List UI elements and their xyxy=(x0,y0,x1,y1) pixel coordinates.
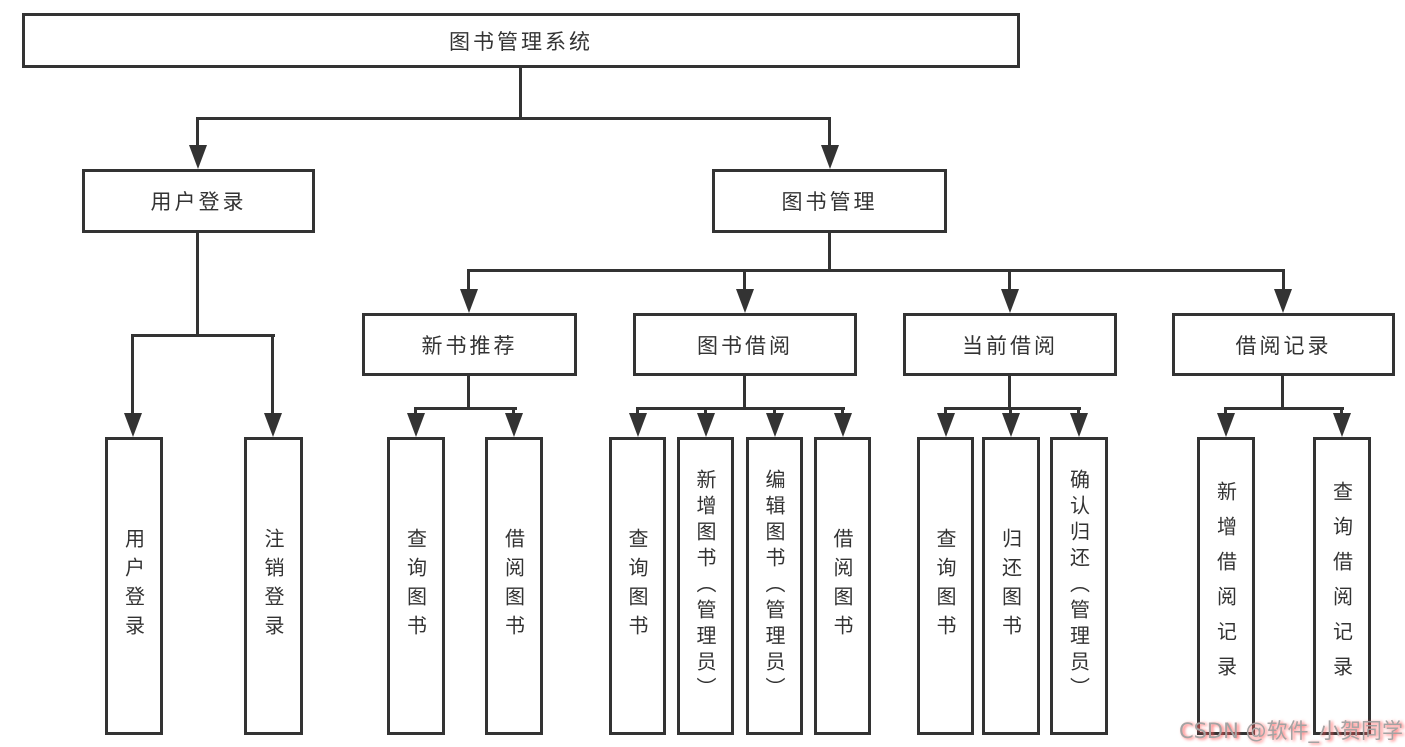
connector-v xyxy=(1009,407,1012,417)
leaf-label: 确认归还（管理员） xyxy=(1066,469,1091,703)
leaf-query-books-borrowing: 查询图书 xyxy=(609,437,666,735)
node-borrowing-records: 借阅记录 xyxy=(1172,313,1395,376)
leaf-label: 借阅图书 xyxy=(501,528,526,644)
node-book-borrowing: 图书借阅 xyxy=(633,313,857,376)
connector-v xyxy=(704,407,707,417)
connector-v xyxy=(1077,407,1080,417)
leaf-query-books-current: 查询图书 xyxy=(917,437,974,735)
connector-v xyxy=(1281,376,1284,410)
node-label: 借阅记录 xyxy=(1235,333,1332,358)
connector-v xyxy=(743,376,746,410)
leaf-add-borrow-record: 新增借阅记录 xyxy=(1197,437,1255,735)
connector-v xyxy=(1340,407,1343,417)
node-label: 图书借阅 xyxy=(697,333,793,358)
leaf-user-login: 用户登录 xyxy=(105,437,163,735)
node-book-management: 图书管理 xyxy=(712,169,947,233)
connector-v xyxy=(828,117,831,149)
connector-h xyxy=(196,117,831,120)
leaf-label: 用户登录 xyxy=(121,528,146,644)
connector-v xyxy=(743,269,746,293)
connector-v xyxy=(841,407,844,417)
connector-h xyxy=(636,407,845,410)
arrow-down-icon xyxy=(834,413,852,437)
leaf-label: 查询图书 xyxy=(403,528,428,644)
node-label: 当前借阅 xyxy=(962,333,1058,358)
leaf-confirm-return-admin: 确认归还（管理员） xyxy=(1050,437,1108,735)
arrow-down-icon xyxy=(1333,413,1351,437)
connector-h xyxy=(944,407,1081,410)
connector-v xyxy=(636,407,639,417)
arrow-down-icon xyxy=(1274,289,1292,313)
connector-h xyxy=(131,334,275,337)
leaf-query-borrow-record: 查询借阅记录 xyxy=(1313,437,1371,735)
connector-v xyxy=(1224,407,1227,417)
connector-v xyxy=(467,376,470,410)
connector-v xyxy=(512,407,515,417)
arrow-down-icon xyxy=(407,413,425,437)
leaf-label: 编辑图书（管理员） xyxy=(762,469,786,703)
connector-v xyxy=(131,334,134,418)
node-user-login: 用户登录 xyxy=(82,169,315,233)
leaf-logout: 注销登录 xyxy=(244,437,303,735)
arrow-down-icon xyxy=(505,413,523,437)
connector-v xyxy=(414,407,417,417)
arrow-down-icon xyxy=(937,413,955,437)
arrow-down-icon xyxy=(124,413,142,437)
connector-v xyxy=(773,407,776,417)
connector-h xyxy=(1224,407,1344,410)
arrow-down-icon xyxy=(697,413,715,437)
arrow-down-icon xyxy=(1070,413,1088,437)
arrow-down-icon xyxy=(264,413,282,437)
leaf-add-books-admin: 新增图书（管理员） xyxy=(677,437,734,735)
connector-v xyxy=(828,233,831,272)
connector-v xyxy=(519,68,522,120)
leaf-label: 注销登录 xyxy=(261,528,285,644)
node-label: 图书管理系统 xyxy=(449,29,593,54)
node-label: 图书管理 xyxy=(781,190,878,214)
leaf-label: 查询图书 xyxy=(625,528,649,644)
leaf-query-books-recommend: 查询图书 xyxy=(387,437,445,735)
leaf-borrow-books: 借阅图书 xyxy=(814,437,871,735)
arrow-down-icon xyxy=(1002,413,1020,437)
connector-v xyxy=(1008,376,1011,410)
arrow-down-icon xyxy=(629,413,647,437)
connector-v xyxy=(1008,269,1011,293)
arrow-down-icon xyxy=(1001,289,1019,313)
connector-v xyxy=(271,334,274,418)
arrow-down-icon xyxy=(1217,413,1235,437)
connector-v xyxy=(467,269,470,293)
leaf-return-books: 归还图书 xyxy=(982,437,1040,735)
node-current-borrowing: 当前借阅 xyxy=(903,313,1117,376)
leaf-label: 新增图书（管理员） xyxy=(693,469,717,703)
node-library-management-system: 图书管理系统 xyxy=(22,13,1020,68)
leaf-label: 查询借阅记录 xyxy=(1329,481,1354,691)
connector-v xyxy=(944,407,947,417)
arrow-down-icon xyxy=(189,145,207,169)
arrow-down-icon xyxy=(766,413,784,437)
connector-h xyxy=(414,407,517,410)
connector-v xyxy=(196,233,199,337)
arrow-down-icon xyxy=(736,289,754,313)
node-label: 新书推荐 xyxy=(421,333,518,358)
arrow-down-icon xyxy=(821,145,839,169)
node-label: 用户登录 xyxy=(150,190,247,214)
connector-v xyxy=(196,117,199,149)
leaf-edit-books-admin: 编辑图书（管理员） xyxy=(746,437,803,735)
leaf-label: 新增借阅记录 xyxy=(1213,481,1238,691)
leaf-label: 归还图书 xyxy=(998,528,1023,644)
leaf-borrow-books-recommend: 借阅图书 xyxy=(485,437,543,735)
connector-v xyxy=(1282,269,1285,293)
leaf-label: 借阅图书 xyxy=(830,528,854,644)
node-new-book-recommend: 新书推荐 xyxy=(362,313,577,376)
leaf-label: 查询图书 xyxy=(933,528,957,644)
arrow-down-icon xyxy=(460,289,478,313)
csdn-watermark: CSDN @软件_小贺同学 xyxy=(1178,719,1403,743)
connector-h xyxy=(467,269,1285,272)
